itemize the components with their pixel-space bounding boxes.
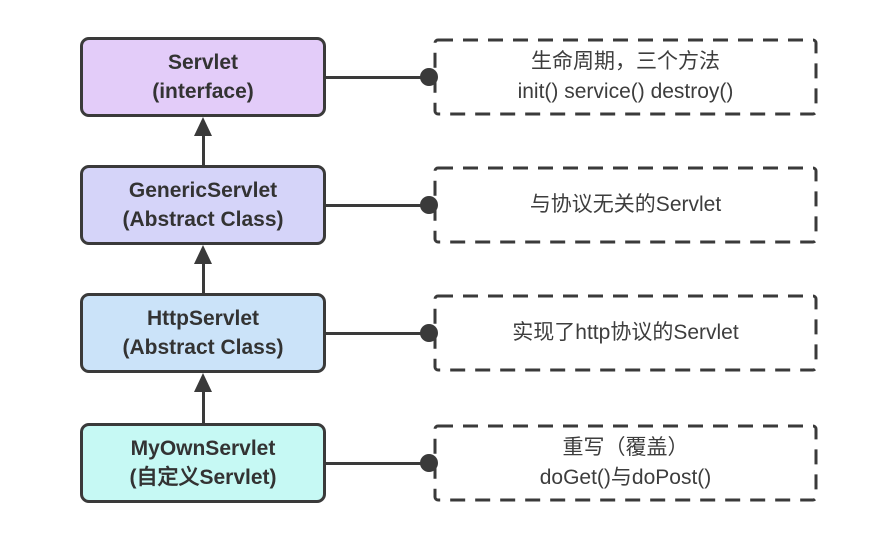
class-box-genericservlet: GenericServlet (Abstract Class) xyxy=(80,165,326,245)
note-text: 与协议无关的Servlet xyxy=(529,193,722,216)
note-text: 实现了http协议的Servlet xyxy=(512,321,739,344)
dashed-border xyxy=(433,294,818,372)
note-text: 生命周期，三个方法 init() service() destroy() xyxy=(517,50,734,103)
class-box-httpservlet: HttpServlet (Abstract Class) xyxy=(80,293,326,373)
class-name: GenericServlet xyxy=(128,179,278,202)
arrow-head-icon xyxy=(194,245,212,264)
class-name: MyOwnServlet xyxy=(130,437,276,460)
inheritance-arrow xyxy=(194,245,212,293)
class-name: HttpServlet xyxy=(146,307,260,330)
dashed-border xyxy=(433,424,818,502)
class-subtitle: (interface) xyxy=(152,80,254,103)
class-subtitle: (Abstract Class) xyxy=(122,336,284,359)
connector-line xyxy=(326,204,429,207)
connector-line xyxy=(326,332,429,335)
connector-line xyxy=(326,462,429,465)
class-name: Servlet xyxy=(167,51,239,74)
class-box-servlet: Servlet (interface) xyxy=(80,37,326,117)
note-box-httpservlet: 实现了http协议的Servlet xyxy=(433,294,818,372)
inheritance-arrow xyxy=(194,373,212,423)
note-box-genericservlet: 与协议无关的Servlet xyxy=(433,166,818,244)
arrow-head-icon xyxy=(194,373,212,392)
class-box-myownservlet: MyOwnServlet (自定义Servlet) xyxy=(80,423,326,503)
arrow-head-icon xyxy=(194,117,212,136)
connector-line xyxy=(326,76,429,79)
inheritance-arrow xyxy=(194,117,212,165)
dashed-border xyxy=(433,166,818,244)
class-subtitle: (Abstract Class) xyxy=(122,208,284,231)
class-subtitle: (自定义Servlet) xyxy=(129,466,277,489)
note-box-myownservlet: 重写（覆盖） doGet()与doPost() xyxy=(433,424,818,502)
note-text: 重写（覆盖） doGet()与doPost() xyxy=(539,436,712,489)
dashed-border xyxy=(433,38,818,116)
note-box-servlet: 生命周期，三个方法 init() service() destroy() xyxy=(433,38,818,116)
